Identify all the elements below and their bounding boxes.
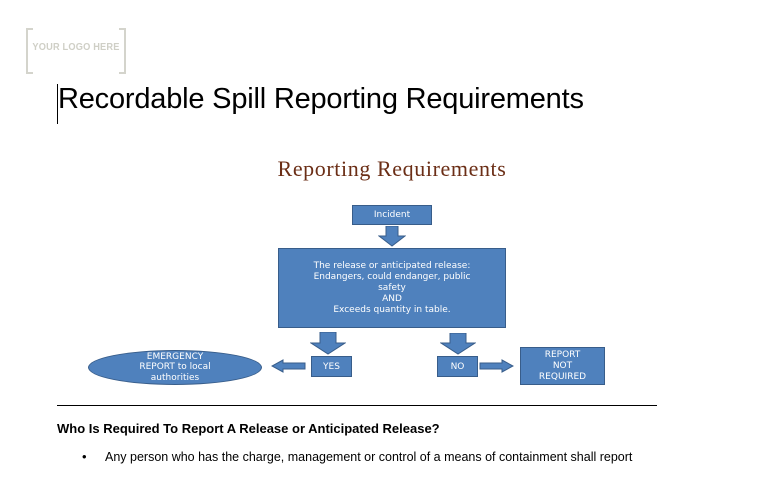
- logo-bracket-left: [26, 28, 33, 74]
- not-required-line: REPORT: [544, 349, 581, 360]
- flowchart-title: Reporting Requirements: [277, 156, 507, 181]
- no-label: NO: [450, 361, 465, 372]
- section-heading: Who Is Required To Report A Release or A…: [57, 421, 440, 436]
- not-required-line: NOT: [552, 360, 573, 371]
- down-arrow-icon: [440, 333, 476, 355]
- condition-box: The release or anticipated release: Enda…: [278, 248, 506, 328]
- emergency-line: EMERGENCY: [146, 351, 204, 362]
- horizontal-rule: [57, 405, 657, 406]
- not-required-line: REQUIRED: [538, 371, 587, 382]
- condition-line: Exceeds quantity in table.: [333, 304, 451, 315]
- no-box: NO: [437, 356, 478, 377]
- document-title[interactable]: Recordable Spill Reporting Requirements: [58, 83, 584, 115]
- left-arrow-icon: [271, 359, 306, 373]
- bullet-list: • Any person who has the charge, managem…: [80, 449, 633, 464]
- down-arrow-icon: [378, 226, 406, 247]
- yes-label: YES: [323, 361, 340, 372]
- logo-bracket-right: [119, 28, 126, 74]
- text-cursor: [57, 84, 58, 124]
- yes-box: YES: [311, 356, 352, 377]
- reporting-flowchart: Reporting Requirements Incident The rele…: [88, 156, 605, 385]
- logo-text: YOUR LOGO HERE: [32, 41, 120, 53]
- bullet-icon: •: [82, 449, 87, 464]
- down-arrow-icon: [310, 332, 346, 355]
- list-item-text: Any person who has the charge, managemen…: [105, 450, 633, 464]
- condition-line: safety: [378, 282, 406, 293]
- report-not-required-box: REPORT NOT REQUIRED: [520, 347, 605, 385]
- incident-label: Incident: [373, 210, 411, 220]
- emergency-report-ellipse: EMERGENCY REPORT to local authorities: [88, 350, 262, 385]
- incident-box: Incident: [352, 205, 432, 225]
- condition-line: The release or anticipated release:: [313, 260, 471, 271]
- condition-line: Endangers, could endanger, public: [313, 271, 471, 282]
- right-arrow-icon: [479, 359, 514, 373]
- emergency-line: REPORT to local: [139, 362, 211, 373]
- logo-placeholder: YOUR LOGO HERE: [26, 28, 126, 74]
- list-item: • Any person who has the charge, managem…: [80, 449, 633, 464]
- condition-line: AND: [382, 293, 402, 304]
- emergency-line: authorities: [150, 372, 200, 383]
